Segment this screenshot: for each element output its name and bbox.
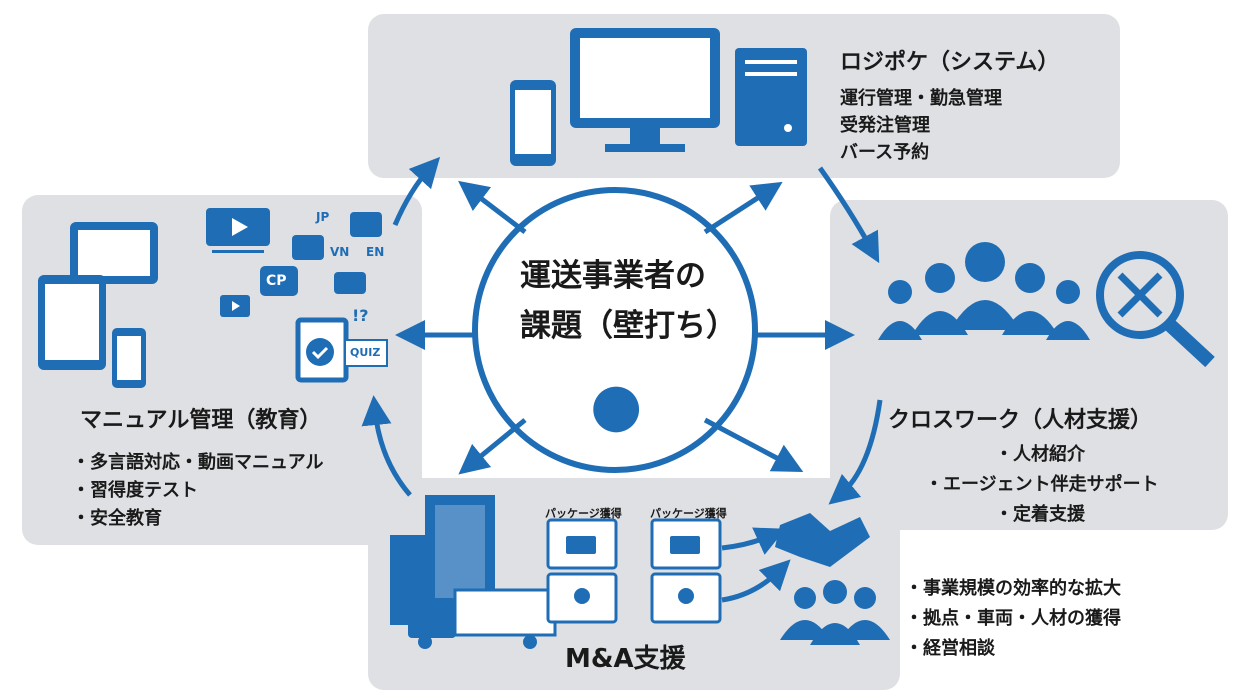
monitor-icon xyxy=(570,28,720,152)
center-title-line1: 運送事業者の xyxy=(520,258,706,294)
crosswork-item: ・エージェント伴走サポート xyxy=(925,474,1159,495)
center-circle xyxy=(472,187,758,473)
center-title-line2: 課題（壁打ち） xyxy=(520,308,737,344)
package-boxes-icon xyxy=(546,518,722,624)
radial-arrows xyxy=(395,180,855,475)
handshake-icon xyxy=(775,513,870,567)
magnifier-x-icon xyxy=(1096,251,1215,368)
people-group-icon xyxy=(878,242,1090,340)
system-item: 運行管理・勤急管理 xyxy=(840,88,1002,109)
manual-title: マニュアル管理（教育） xyxy=(80,408,322,433)
chat-bubbles-icon xyxy=(260,212,382,296)
lang-jp: JP xyxy=(316,210,330,224)
package-label: パッケージ獲得 xyxy=(650,507,727,520)
flow-arrows xyxy=(721,527,791,603)
cycle-arrows xyxy=(361,156,883,505)
ma-item: ・経営相談 xyxy=(905,638,995,659)
crosswork-title: クロスワーク（人材支援） xyxy=(888,408,1153,433)
lang-vn: VN xyxy=(330,245,350,259)
quiz-label: QUIZ xyxy=(350,346,381,359)
smartphone-icon xyxy=(510,80,556,166)
box-contents-icons xyxy=(566,536,700,604)
ma-item: ・拠点・車両・人材の獲得 xyxy=(905,608,1121,629)
system-item: 受発注管理 xyxy=(840,115,930,136)
manual-item: ・安全教育 xyxy=(72,508,162,529)
video-player-icon xyxy=(206,208,270,253)
thinking-person-icon: ● xyxy=(590,370,643,440)
phone-icon xyxy=(112,328,146,388)
manual-item: ・習得度テスト xyxy=(72,480,198,501)
server-icon xyxy=(735,48,807,146)
diagram-graphics xyxy=(38,28,1215,649)
lang-en: EN xyxy=(366,245,385,259)
crosswork-item: ・定着支援 xyxy=(995,504,1085,525)
package-label: パッケージ獲得 xyxy=(545,507,622,520)
tablet-icon xyxy=(70,222,158,284)
business-people-icon xyxy=(780,580,890,645)
video-small-icon xyxy=(220,295,250,317)
truck-icon xyxy=(408,588,557,649)
tablet-portrait-icon xyxy=(38,275,106,370)
lang-cp: CP xyxy=(266,273,287,289)
system-item: バース予約 xyxy=(840,142,930,163)
manual-item: ・多言語対応・動画マニュアル xyxy=(72,452,324,473)
system-title: ロジポケ（システム） xyxy=(840,50,1060,75)
ma-title: M&A支援 xyxy=(565,644,686,674)
exclaim-question-mark: !? xyxy=(352,306,369,325)
ma-item: ・事業規模の効率的な拡大 xyxy=(905,578,1121,599)
crosswork-item: ・人材紹介 xyxy=(995,444,1085,465)
clipboard-quiz-icon xyxy=(295,317,388,383)
